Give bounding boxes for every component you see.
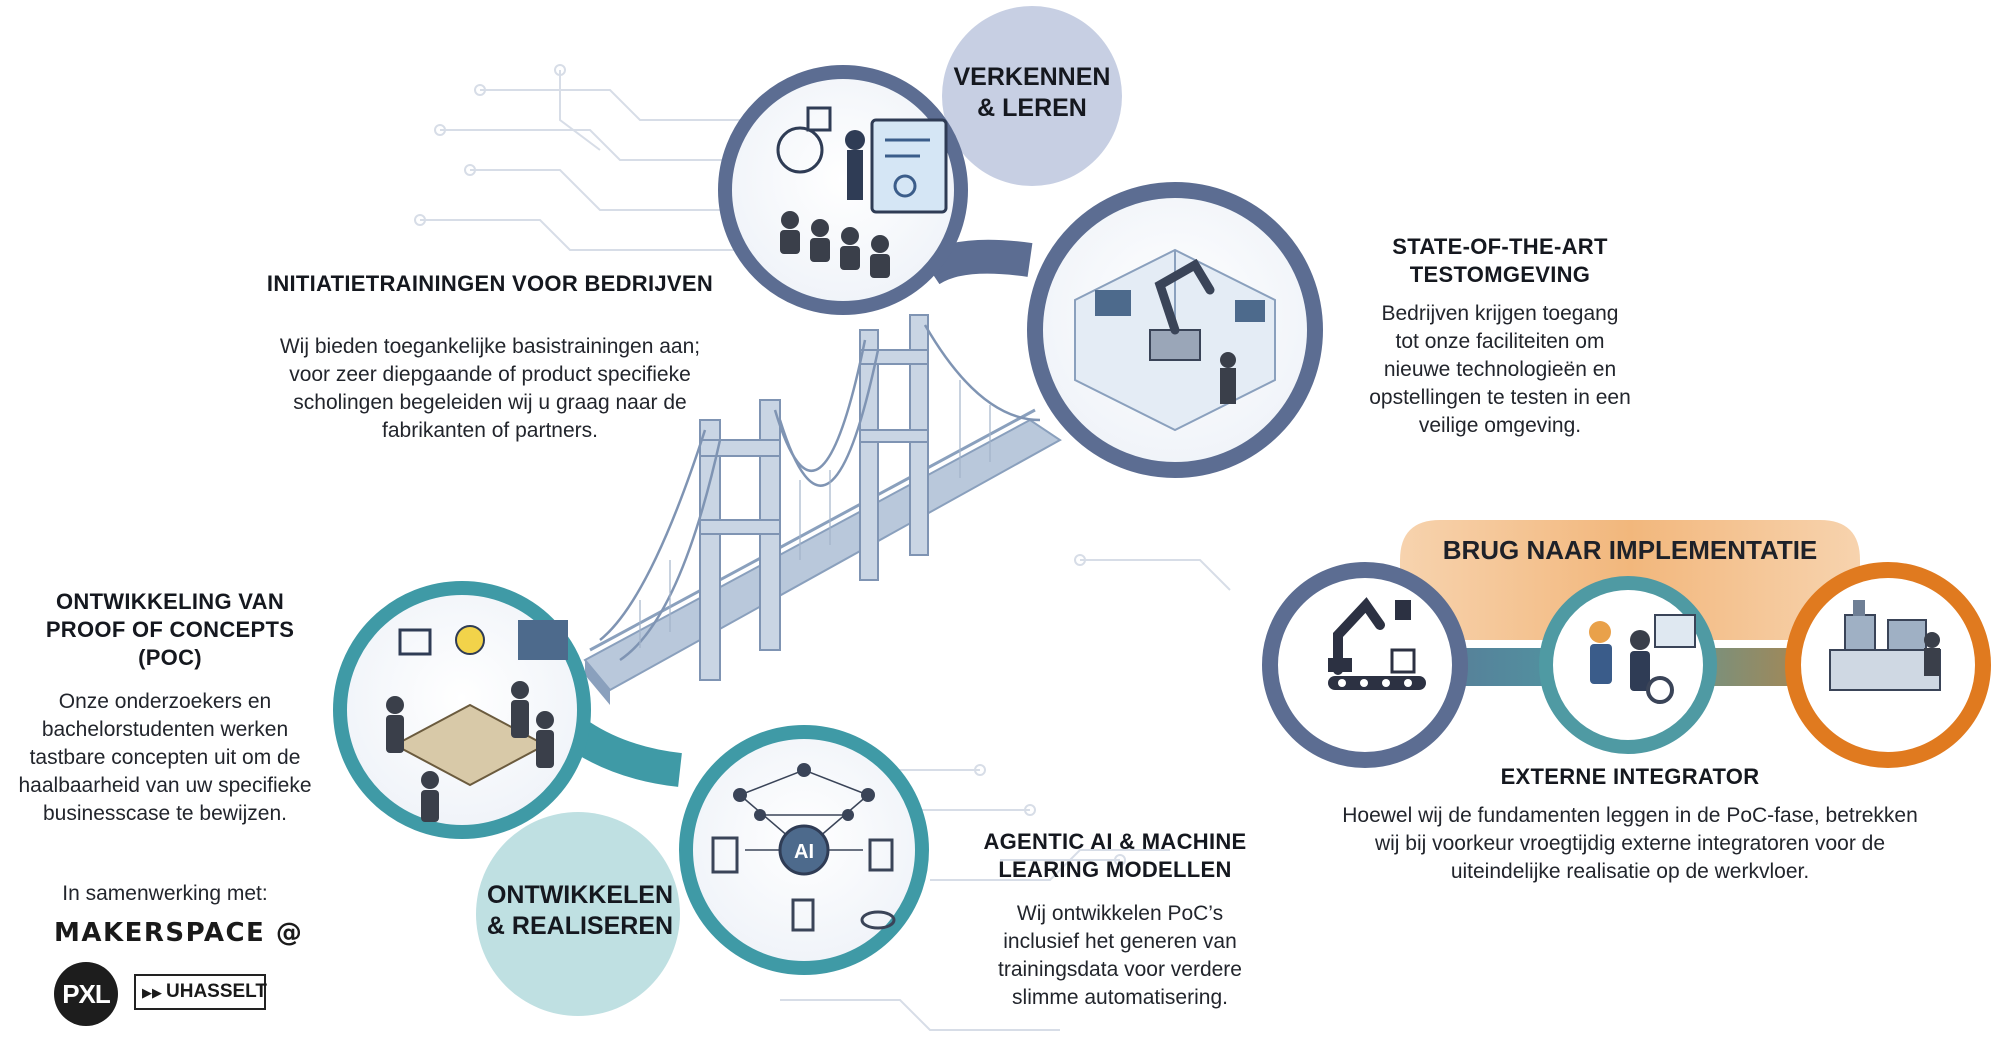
- robot-arm-conveyor-icon: [1262, 562, 1468, 768]
- bridge-illustration: [583, 314, 1062, 705]
- testomgeving-text: Bedrijven krijgen toegang tot onze facil…: [1369, 302, 1631, 437]
- verkennen-label-bubble: [942, 6, 1122, 186]
- integrator-engineers-icon: [1539, 576, 1717, 754]
- makerspace-logo: MAKERSPACE @: [54, 918, 304, 948]
- poc-text: Onze onderzoekers en bachelorstudenten w…: [18, 690, 312, 825]
- factory-floor-icon: [1785, 562, 1991, 768]
- brug-label: BRUG NAAR IMPLEMENTATIE: [1442, 535, 1818, 565]
- initiatie-text: Wij bieden toegankelijke basistrainingen…: [279, 335, 701, 442]
- team-workshop-illustration: [333, 581, 591, 839]
- classroom-training-illustration: [718, 65, 968, 315]
- uhasselt-logo: ▶▶ UHASSELT: [134, 974, 267, 1010]
- integrator-text: Hoewel wij de fundamenten leggen in de P…: [1342, 804, 1918, 883]
- ontwikkelen-label: ONTWIKKELEN & REALISEREN: [486, 881, 674, 940]
- uhasselt-label: UHASSELT: [166, 981, 267, 1002]
- pxl-logo: PXL: [54, 962, 118, 1026]
- poc-title: ONTWIKKELING VAN PROOF OF CONCEPTS (POC): [45, 589, 295, 670]
- fast-forward-icon: ▶▶: [142, 985, 162, 1000]
- ontwikkelen-label-bubble: [476, 812, 680, 1016]
- testomgeving-title: STATE-OF-THE-ART TESTOMGEVING: [1392, 234, 1608, 287]
- robot-lab-illustration: [1027, 182, 1323, 478]
- initiatie-title: INITIATIETRAININGEN VOOR BEDRIJVEN: [266, 271, 714, 296]
- svg-text:AI: AI: [794, 841, 814, 863]
- agentic-text: Wij ontwikkelen PoC’s inclusief het gene…: [998, 902, 1242, 1009]
- verkennen-label: VERKENNEN & LEREN: [953, 63, 1111, 122]
- agentic-title: AGENTIC AI & MACHINE LEARING MODELLEN: [983, 829, 1247, 882]
- neural-network-ai-icon: AI: [679, 725, 929, 975]
- integrator-title: EXTERNE INTEGRATOR: [1500, 764, 1760, 789]
- partners-intro: In samenwerking met:: [62, 882, 268, 905]
- circuit-traces: [414, 64, 1231, 1031]
